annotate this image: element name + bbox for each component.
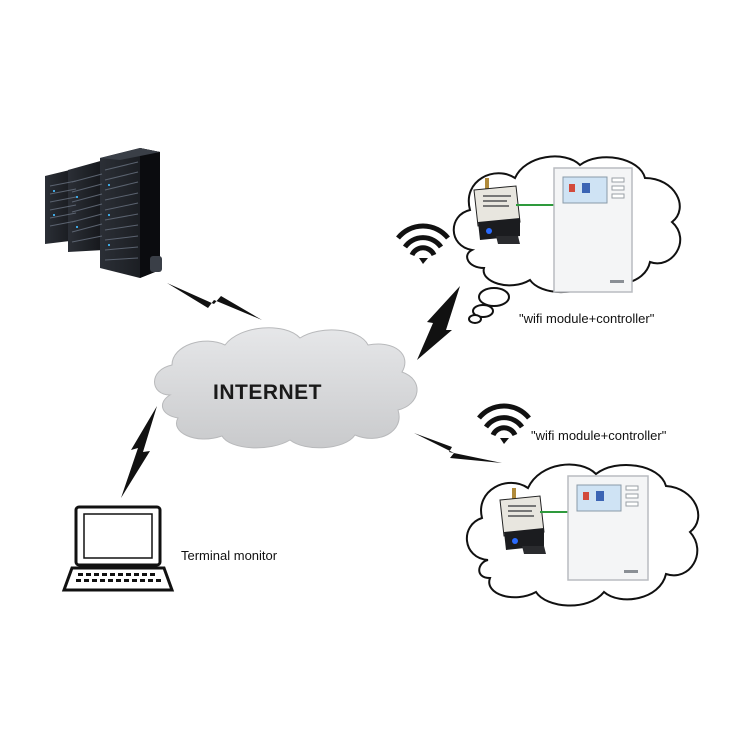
wifi-module-icon <box>473 178 521 244</box>
cloud-icon <box>154 327 418 449</box>
wifi-signal-dot-2 <box>500 438 509 444</box>
wifi-signal-dot-1 <box>419 258 428 264</box>
internet-label: INTERNET <box>213 381 322 404</box>
site-2-label: "wifi module+controller" <box>531 428 667 443</box>
wifi-signal-icon <box>396 223 450 257</box>
wifi-signal-icon <box>477 403 531 437</box>
terminal-monitor-label: Terminal monitor <box>181 548 278 563</box>
lightning-link-icon <box>121 283 502 498</box>
controller-icon <box>553 167 633 293</box>
controller-icon <box>567 475 649 581</box>
server-rack-icon <box>45 148 162 278</box>
laptop-icon <box>61 505 175 592</box>
wifi-module-icon <box>499 488 546 554</box>
site-1-label: "wifi module+controller" <box>519 311 655 326</box>
